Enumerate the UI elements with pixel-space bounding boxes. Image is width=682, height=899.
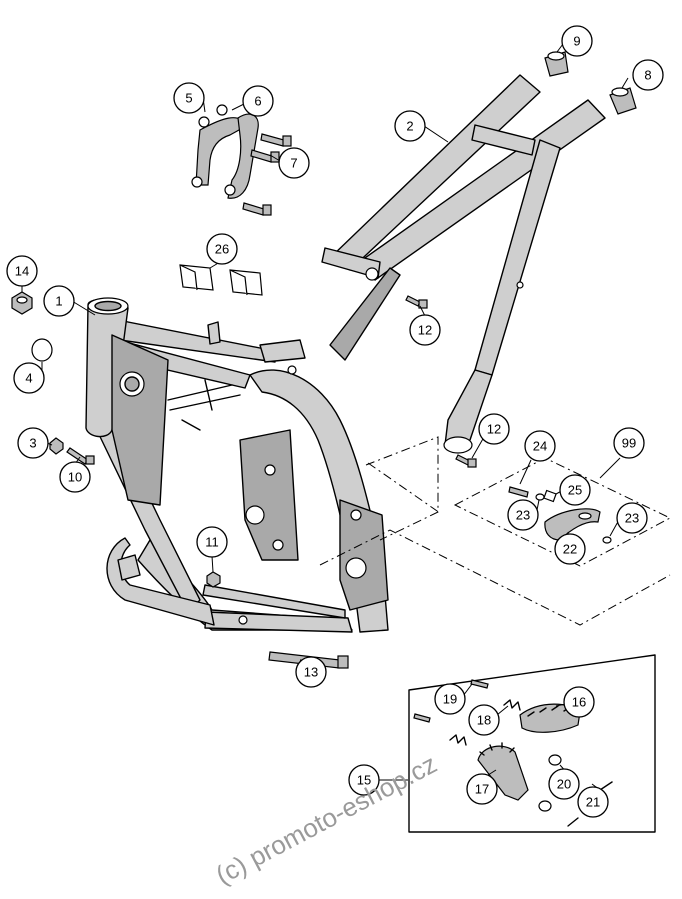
svg-text:12: 12 [487, 422, 501, 437]
callout-11: 11 [196, 526, 228, 558]
callout-2: 2 [394, 110, 426, 142]
bolts-7 [242, 133, 292, 216]
svg-text:14: 14 [15, 264, 29, 279]
watermark-text: (c) promoto-eshop.cz [211, 748, 442, 890]
callout-13: 13 [295, 656, 327, 688]
svg-text:16: 16 [572, 695, 586, 710]
callout-5: 5 [173, 82, 205, 114]
callout-22: 22 [554, 533, 586, 565]
bolt-12-lower [455, 454, 477, 468]
svg-text:23: 23 [516, 508, 530, 523]
svg-text:24: 24 [533, 439, 547, 454]
callout-21: 21 [577, 786, 609, 818]
callout-23-left: 23 [507, 499, 539, 531]
svg-text:8: 8 [644, 68, 651, 83]
svg-text:4: 4 [25, 371, 32, 386]
bolt-12-upper [405, 295, 428, 309]
svg-text:18: 18 [477, 713, 491, 728]
callout-20: 20 [548, 768, 580, 800]
svg-text:9: 9 [573, 34, 580, 49]
svg-text:13: 13 [304, 665, 318, 680]
nut-11 [206, 571, 221, 588]
svg-text:5: 5 [185, 91, 192, 106]
svg-text:17: 17 [475, 782, 489, 797]
callout-26: 26 [206, 233, 238, 265]
svg-text:12: 12 [418, 323, 432, 338]
callout-25: 25 [559, 474, 591, 506]
callout-14: 14 [6, 255, 38, 287]
svg-text:15: 15 [357, 773, 371, 788]
callout-6: 6 [242, 85, 274, 117]
nut-3 [49, 437, 64, 455]
svg-text:99: 99 [622, 436, 636, 451]
callout-16: 16 [563, 686, 595, 718]
nut-14 [11, 291, 33, 315]
callout-10: 10 [59, 461, 91, 493]
callout-15: 15 [348, 764, 380, 796]
callout-12-lower: 12 [478, 413, 510, 445]
callout-7: 7 [278, 147, 310, 179]
guards-26 [179, 264, 263, 296]
callout-8: 8 [632, 59, 664, 91]
main-frame [85, 297, 389, 633]
bracket-set-5-6 [191, 104, 259, 199]
svg-text:19: 19 [443, 692, 457, 707]
callout-3: 3 [17, 427, 49, 459]
callout-4: 4 [13, 362, 45, 394]
callout-17: 17 [466, 773, 498, 805]
svg-text:7: 7 [290, 156, 297, 171]
callout-18: 18 [468, 704, 500, 736]
svg-text:23: 23 [625, 511, 639, 526]
svg-text:1: 1 [55, 294, 62, 309]
svg-text:21: 21 [586, 795, 600, 810]
tube-cap-8 [609, 87, 637, 115]
callout-1: 1 [43, 285, 75, 317]
bolt-10 [66, 447, 95, 465]
svg-text:6: 6 [254, 94, 261, 109]
svg-text:3: 3 [29, 436, 36, 451]
svg-text:11: 11 [205, 535, 219, 550]
subframe [321, 74, 606, 454]
callout-23-right: 23 [616, 502, 648, 534]
svg-text:10: 10 [68, 470, 82, 485]
callout-12-upper: 12 [409, 314, 441, 346]
svg-text:20: 20 [557, 777, 571, 792]
svg-text:22: 22 [563, 542, 577, 557]
callout-24: 24 [524, 430, 556, 462]
svg-text:26: 26 [215, 242, 229, 257]
callout-19: 19 [434, 683, 466, 715]
footpeg-kit-15 [408, 654, 656, 833]
svg-text:25: 25 [568, 483, 582, 498]
kit-99 [319, 436, 672, 626]
tube-cap-9 [544, 51, 569, 77]
callout-9: 9 [561, 25, 593, 57]
callout-99: 99 [613, 427, 645, 459]
svg-text:2: 2 [406, 119, 413, 134]
plug-4 [31, 338, 53, 362]
